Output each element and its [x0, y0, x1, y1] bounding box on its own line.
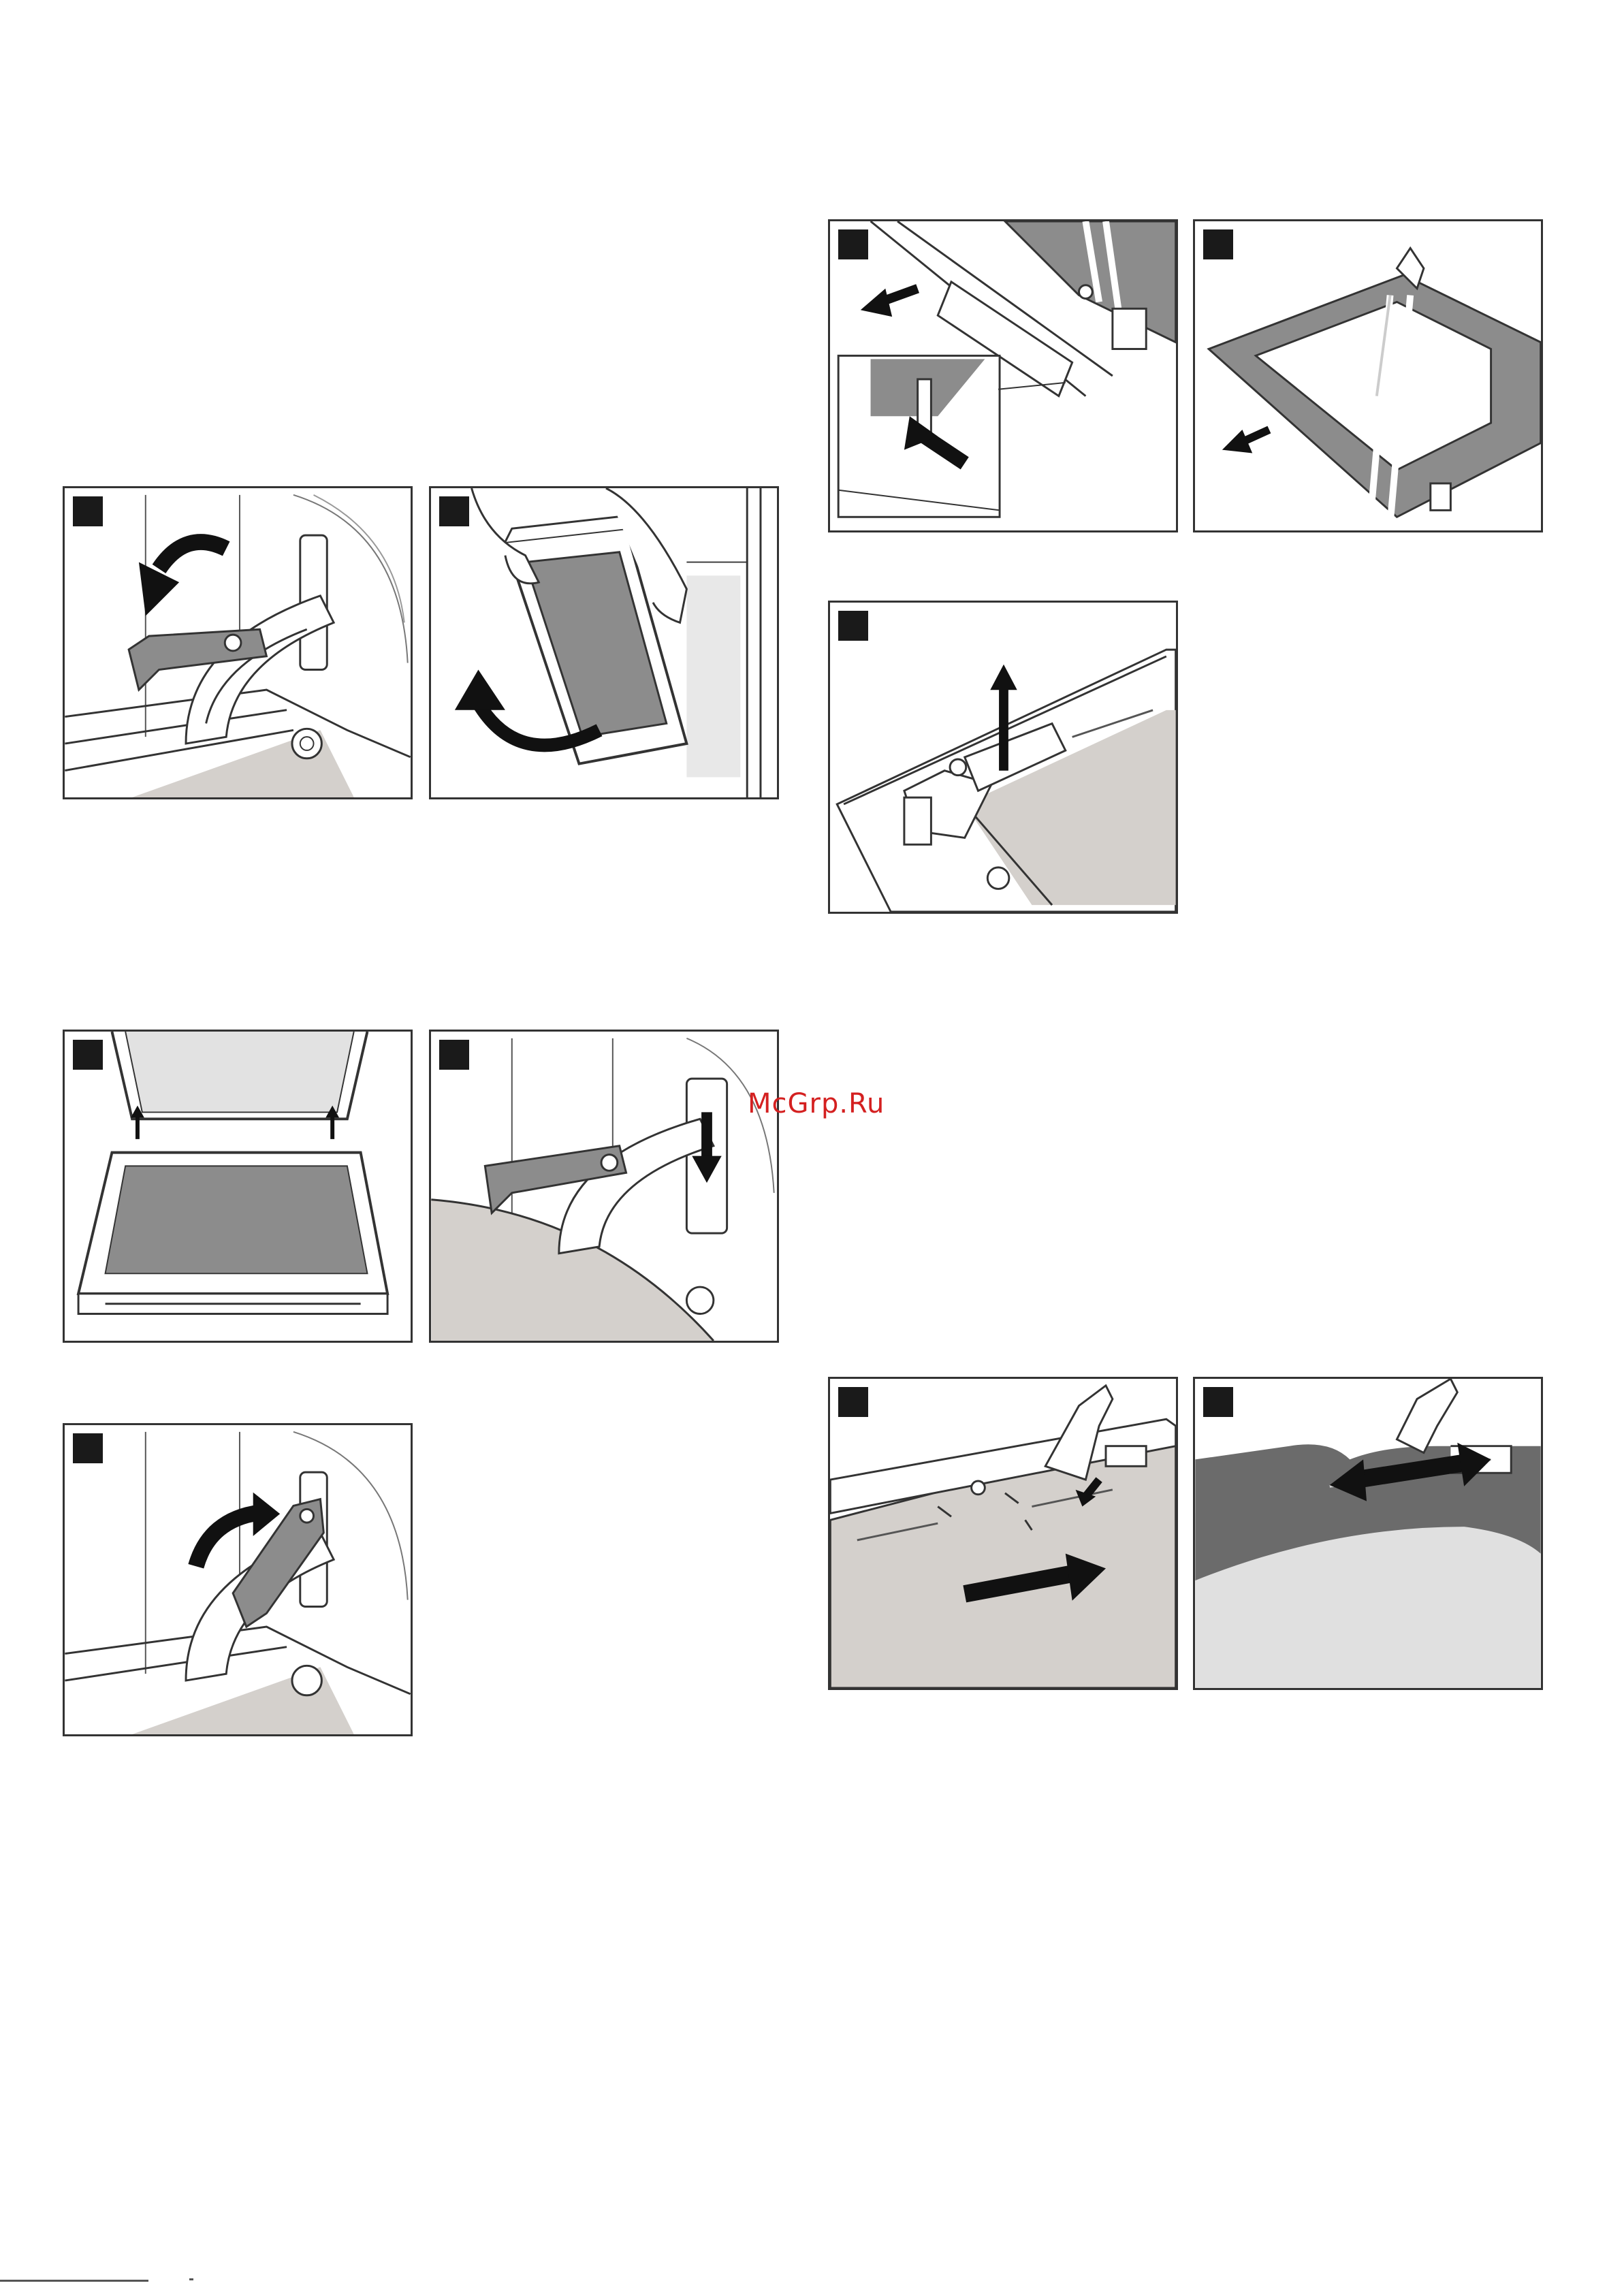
step-number-badge: [838, 611, 868, 641]
footer-rule: [0, 2280, 148, 2282]
illustration-panel-hinge-lower: [429, 1030, 779, 1343]
illustration-panel-pane-push: [1193, 1377, 1543, 1690]
arrow-up-icon: [65, 1032, 411, 1341]
illustration-panel-hinge-lock: [63, 1423, 413, 1736]
step-number-badge: [439, 496, 469, 526]
illustration-panel-door-lift-out: [429, 486, 779, 799]
step-number-badge: [838, 229, 868, 259]
arrow-down-icon: [431, 1032, 777, 1341]
curved-arrow-up-icon: [431, 488, 777, 797]
illustration-panel-hinge-unlock: [63, 486, 413, 799]
curved-arrow-up-icon: [65, 1425, 411, 1734]
arrow-right-icon: [830, 1379, 1176, 1688]
step-number-badge: [1203, 1387, 1233, 1417]
illustration-panel-pane-remove: [1193, 219, 1543, 532]
step-number-badge: [1203, 229, 1233, 259]
step-number-badge: [838, 1387, 868, 1417]
double-arrow-icon: [1195, 1379, 1541, 1688]
arrow-left-icon: [1195, 221, 1541, 530]
step-number-badge: [439, 1040, 469, 1070]
illustration-panel-pane-slide-in: [828, 1377, 1178, 1690]
arrow-left-icon: [830, 221, 1176, 530]
footer-tick: [189, 2278, 193, 2280]
curved-arrow-down-icon: [65, 488, 411, 797]
step-number-badge: [73, 1433, 103, 1463]
illustration-panel-trim-remove: [828, 219, 1178, 532]
watermark-text: McGrp.Ru: [748, 1088, 885, 1119]
arrow-up-icon: [830, 603, 1176, 912]
step-number-badge: [73, 1040, 103, 1070]
illustration-panel-door-reinsert: [63, 1030, 413, 1343]
illustration-panel-clip-lift: [828, 601, 1178, 914]
step-number-badge: [73, 496, 103, 526]
